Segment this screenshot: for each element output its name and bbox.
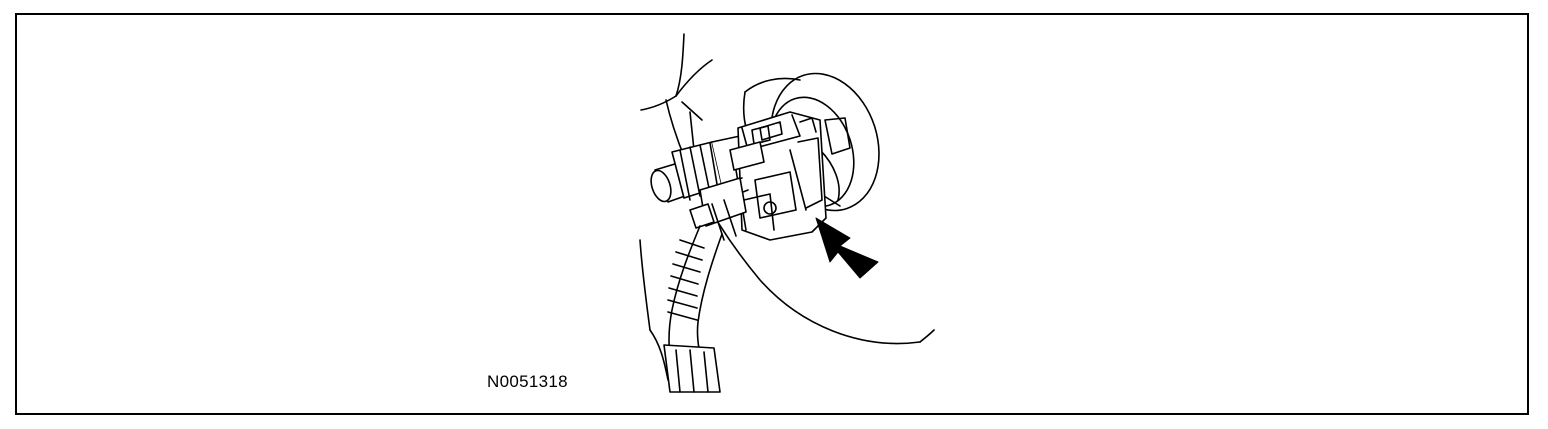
wiring-harness <box>639 177 749 393</box>
figure-id-label: N0051318 <box>487 372 568 391</box>
electrical-connector <box>729 111 827 241</box>
arrow-pointing-up-left-icon <box>815 217 879 279</box>
